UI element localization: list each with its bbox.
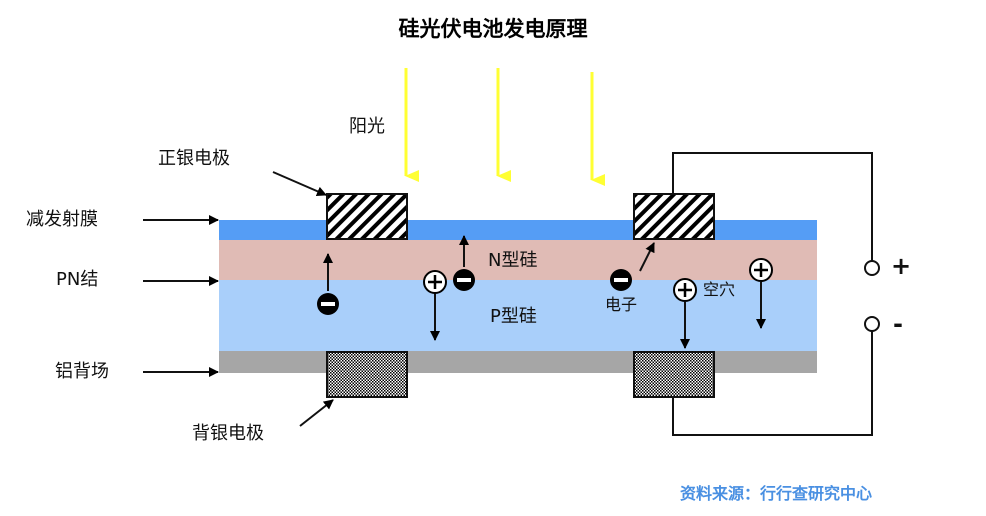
label-n-silicon: N型硅: [488, 250, 538, 271]
label-hole: 空穴: [703, 280, 736, 299]
terminal-negative-label: -: [893, 310, 903, 338]
electron-path-arrow: [639, 242, 655, 272]
terminal-positive-icon: [864, 260, 880, 276]
hole-icon: [673, 278, 697, 302]
label-back-electrode: 背银电极: [192, 423, 264, 444]
circuit-wire-top: [672, 152, 873, 262]
electron-icon: [610, 269, 632, 291]
front-electrode-left: [326, 193, 408, 240]
label-sunlight: 阳光: [349, 116, 385, 137]
source-note: 资料来源：行行查研究中心: [680, 484, 873, 503]
electron-icon: [453, 269, 475, 291]
pointer-arrow-back-electrode: [299, 399, 334, 427]
p-silicon-layer: [219, 280, 817, 351]
front-electrode-right: [633, 193, 715, 240]
label-pn-junction: PN结: [56, 269, 99, 290]
antireflection-layer: [219, 220, 817, 240]
aluminum-bsf-layer: [219, 351, 817, 373]
label-antireflection: 减发射膜: [26, 209, 98, 230]
circuit-wire-bottom: [672, 330, 873, 436]
pointer-arrow-front-electrode: [272, 171, 327, 197]
back-electrode-right: [633, 351, 715, 398]
n-silicon-layer: [219, 240, 817, 280]
label-aluminum-bsf: 铝背场: [55, 361, 109, 382]
label-p-silicon: P型硅: [490, 306, 537, 327]
terminal-positive-label: +: [891, 252, 912, 280]
hole-icon: [749, 258, 773, 282]
diagram-title: 硅光伏电池发电原理: [398, 17, 588, 41]
hole-icon: [423, 270, 447, 294]
label-electron: 电子: [605, 295, 638, 314]
electron-icon: [317, 293, 339, 315]
terminal-negative-icon: [864, 316, 880, 332]
label-front-electrode: 正银电极: [158, 148, 230, 169]
back-electrode-left: [326, 351, 408, 398]
